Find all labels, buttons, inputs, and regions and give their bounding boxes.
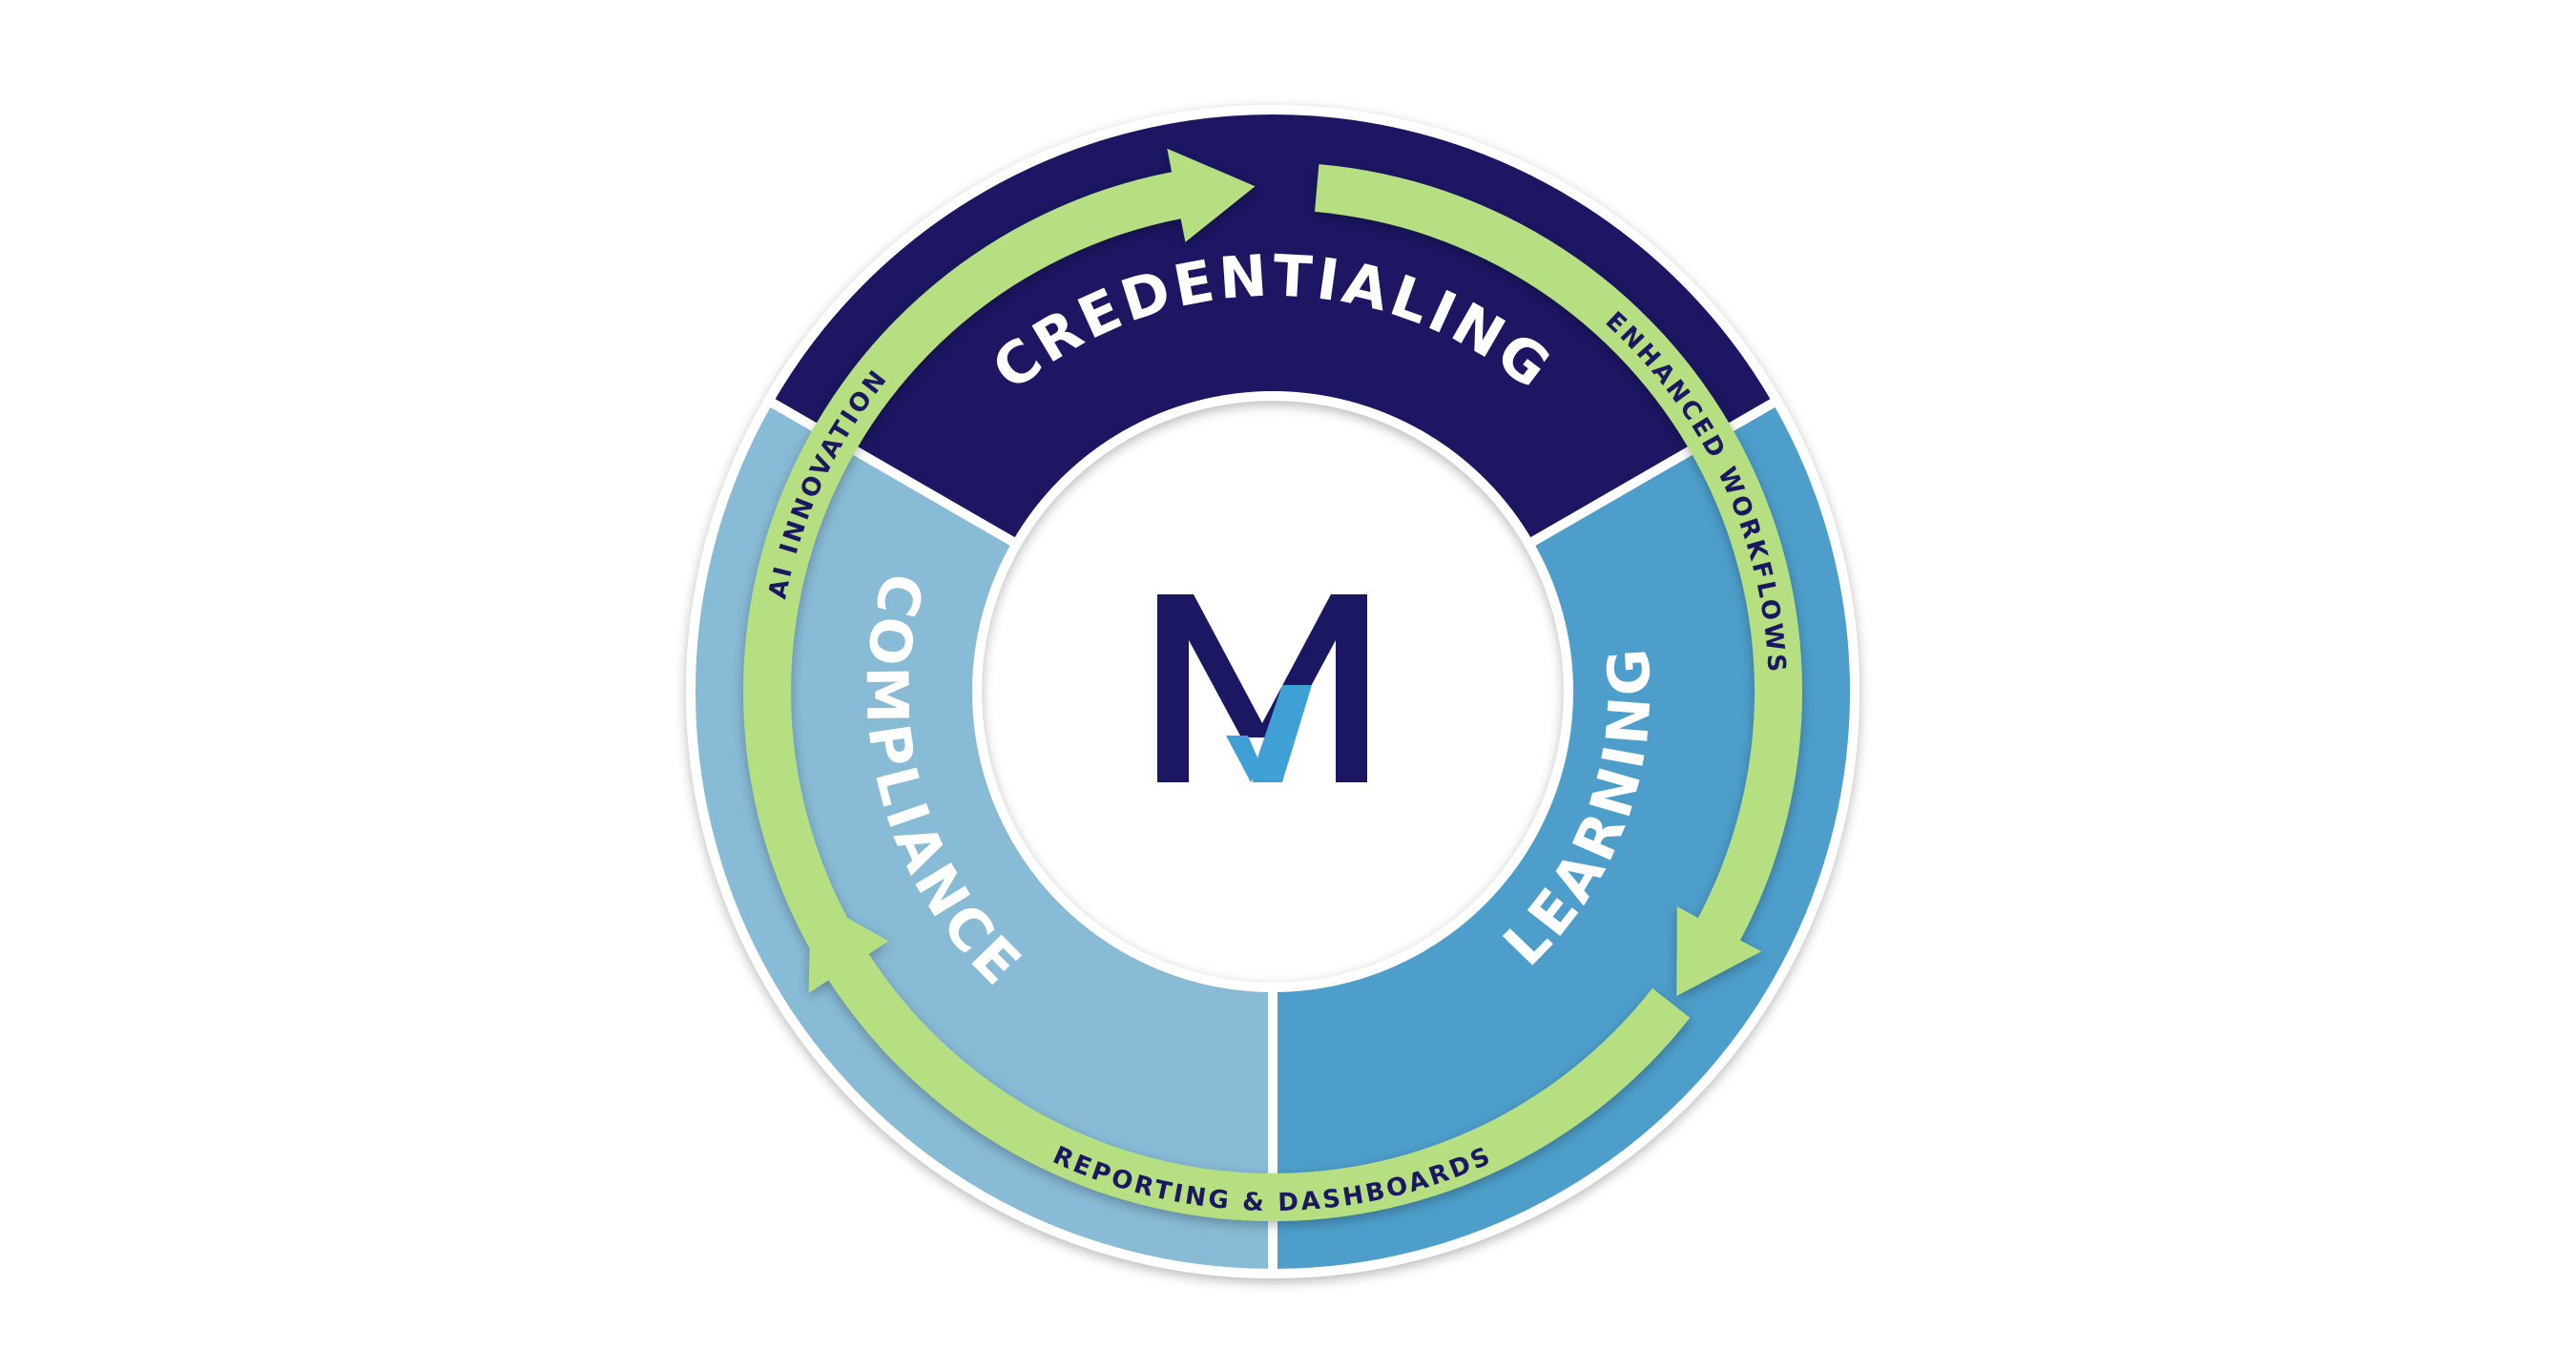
segment-learning[interactable] xyxy=(1268,396,1860,1278)
enhanced-workflows-arrow xyxy=(1315,164,1802,997)
ai-innovation-arrow xyxy=(743,148,1256,1010)
mv-logo-icon xyxy=(1157,594,1367,782)
reporting-dashboards-arrow xyxy=(808,897,1691,1222)
segments-group xyxy=(685,105,1860,1278)
segment-compliance[interactable] xyxy=(685,396,1278,1278)
arrows-group xyxy=(743,148,1802,1222)
segment-credentialing[interactable] xyxy=(763,105,1782,549)
